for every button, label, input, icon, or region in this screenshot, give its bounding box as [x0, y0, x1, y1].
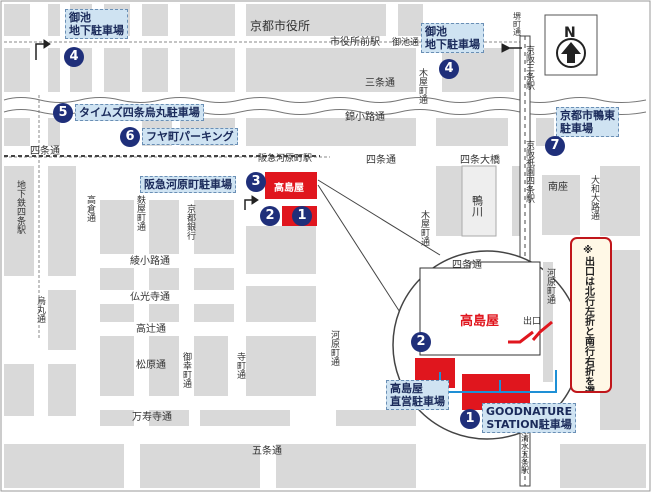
label-keihan-sanjo-station: 京阪三条駅: [524, 44, 535, 91]
parking-label-hankyu-kawaramachi: 阪急河原町駐車場: [140, 176, 236, 193]
parking-marker-1[interactable]: 1: [292, 206, 312, 226]
inset-marker-1[interactable]: 1: [460, 409, 480, 429]
label-ayanokoji-dori: 綾小路通: [130, 254, 170, 267]
parking-label-times-shijo-karasuma: タイムズ四条烏丸駐車場: [75, 104, 204, 121]
label-kawaramachi-dori: 河原町通: [329, 329, 340, 367]
label-hankyu-kawaramachi-station: 阪急河原町駅: [258, 152, 312, 164]
label-shijo-dori-west: 四条通: [30, 144, 60, 157]
inset-pointer-2: [317, 184, 406, 321]
inset-label-exit: 出口: [523, 315, 541, 327]
inset-labels: 四条通 河原町通 高島屋 出口: [452, 258, 556, 329]
label-matsubara-dori: 松原通: [136, 358, 166, 371]
parking-marker-3[interactable]: 3: [246, 172, 266, 192]
exit-note: ※出口は北行左折と南行右折を選択できます。: [570, 237, 612, 393]
label-bukkoji-dori: 仏光寺通: [130, 290, 170, 303]
inset-label-goodnature-lot: GOODNATURE STATION駐車場: [482, 403, 577, 433]
inset-exit-arrows: [508, 320, 553, 344]
parking-label-fuyacho: フヤ町パーキング: [142, 128, 238, 145]
city-blocks: [4, 4, 646, 488]
label-subway-shijo-station: 地下鉄四条駅: [15, 179, 26, 235]
label-oike-dori: 御池通: [392, 36, 419, 48]
parking-label-kyoto-city-oto: 京都市鴨東 駐車場: [556, 107, 619, 137]
parking-marker-6[interactable]: 6: [120, 127, 140, 147]
label-takakura-dori: 高倉通: [85, 194, 96, 223]
kamo-river: [461, 165, 497, 237]
parking-marker-5[interactable]: 5: [53, 103, 73, 123]
label-yamato-oji-dori: 大和大路通: [589, 174, 600, 221]
label-manjuji-dori: 万寿寺通: [132, 410, 172, 423]
label-kiyamachi-dori-north: 木屋町通: [417, 67, 428, 105]
inset-label-shijo-dori: 四条通: [452, 258, 482, 271]
label-gojo-dori: 五条通: [252, 444, 282, 457]
label-sakaimachi-dori: 堺町通: [513, 11, 522, 37]
label-north: N: [564, 25, 576, 41]
parking-label-oike-east: 御池 地下駐車場: [421, 23, 484, 53]
inset-label-kawaramachi-dori: 河原町通: [545, 267, 556, 305]
label-nishikikoji-dori: 錦小路通: [345, 110, 385, 123]
inset-label-takashimaya-lot: 高島屋 直営駐車場: [386, 380, 449, 410]
label-minamiza: 南座: [548, 180, 568, 193]
parking-access-arrows: [35, 39, 522, 210]
parking-marker-4-west[interactable]: 4: [64, 47, 84, 67]
label-teramachi-dori: 寺町通: [235, 352, 246, 380]
takashimaya-building: [265, 172, 317, 199]
parking-label-oike-west: 御池 地下駐車場: [65, 9, 128, 39]
parking-marker-2[interactable]: 2: [260, 206, 280, 226]
label-takashimaya: 高島屋: [274, 181, 304, 194]
label-kiyamachi-dori-south: 木屋町通: [419, 209, 430, 247]
inset-marker-2[interactable]: 2: [411, 332, 431, 352]
label-kamogawa: 鴨川: [471, 194, 484, 217]
label-karasuma-dori: 烏丸通: [35, 295, 46, 324]
north-compass: [544, 14, 598, 76]
label-gokomachi-dori: 御幸町通: [181, 351, 192, 389]
label-kyoto-bank: 京都銀行: [185, 203, 196, 241]
label-shijo-ohashi: 四条大橋: [460, 153, 500, 166]
label-kyoto-city-hall: 京都市役所: [250, 18, 310, 33]
label-sanjo-dori: 三条通: [365, 76, 395, 89]
label-takatsuji-dori: 高辻通: [136, 322, 166, 335]
inset-pointer-1: [317, 179, 441, 256]
label-keihan-gion-shijo-station: 京阪祇園四条駅: [524, 139, 535, 204]
exit-note-text: ※出口は北行左折と南行右折を選択できます。: [583, 244, 596, 391]
label-keihan-kiyomizu-gojo-station: 京阪清水五条駅: [521, 417, 530, 475]
exit-note-line: ※出口は北行左折と南行右折を選択できます。: [583, 244, 596, 391]
parking-marker-7[interactable]: 7: [545, 136, 565, 156]
label-shijo-dori-center: 四条通: [366, 153, 396, 166]
street-labels: 京都市役所 市役所前駅 御池通 三条通 木屋町通 京阪三条駅 堺町通 錦小路通 …: [15, 11, 600, 475]
label-shiyakusho-mae-station: 市役所前駅: [330, 35, 380, 48]
parking-marker-4-east[interactable]: 4: [439, 59, 459, 79]
inset-label-takashimaya: 高島屋: [460, 313, 499, 329]
label-fuyacho-dori: 麩屋町通: [135, 194, 146, 232]
